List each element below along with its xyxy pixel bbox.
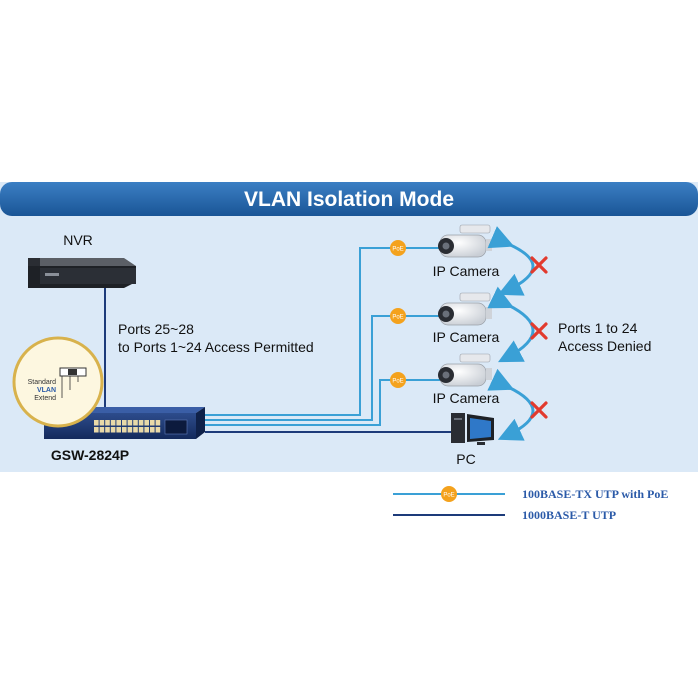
title-bar: VLAN Isolation Mode: [0, 182, 698, 216]
legend-poe-label: 100BASE-TX UTP with PoE: [522, 487, 668, 501]
camera-2-label: IP Camera: [433, 329, 500, 345]
permitted-note-line1: Ports 25~28: [118, 321, 194, 337]
svg-text:PoE: PoE: [392, 379, 403, 385]
pc-label: PC: [456, 451, 475, 467]
svg-text:PoE: PoE: [392, 247, 403, 253]
denied-arrow-3: [487, 368, 535, 441]
camera-1-label: IP Camera: [433, 263, 500, 279]
switch-port: [127, 420, 133, 426]
switch-port: [122, 420, 127, 426]
legend-poe-item: PoE 100BASE-TX UTP with PoE: [393, 486, 668, 502]
switch-port: [155, 427, 161, 433]
switch-port: [116, 420, 121, 426]
deny-x-icon-3: [530, 401, 548, 419]
deny-x-icon-2: [530, 322, 548, 340]
legend-utp-item: 1000BASE-T UTP: [393, 508, 616, 522]
switch-port: [105, 427, 110, 433]
denied-arrow-1: [487, 226, 535, 296]
poe-badge-3: PoE: [390, 372, 406, 388]
switch-port: [144, 420, 149, 426]
switch-port: [110, 427, 116, 433]
switch-port-grid: [94, 420, 161, 433]
dip-standard: Standard: [28, 379, 57, 386]
denied-arrow-2: [487, 286, 535, 363]
switch-port: [133, 427, 138, 433]
switch-port: [133, 420, 138, 426]
switch-port: [155, 420, 161, 426]
switch-port: [150, 420, 155, 426]
deny-x-icon-1: [530, 256, 548, 274]
poe-badge-2: PoE: [390, 308, 406, 324]
switch-port: [116, 427, 121, 433]
deny-marks: [530, 256, 548, 419]
switch-port: [94, 427, 99, 433]
camera-3-label: IP Camera: [433, 390, 500, 406]
switch-port: [94, 420, 99, 426]
permitted-note-line2: to Ports 1~24 Access Permitted: [118, 339, 314, 355]
dip-vlan: VLAN: [37, 387, 56, 394]
diagram-title: VLAN Isolation Mode: [244, 188, 454, 211]
dip-switch-callout: Standard VLAN Extend: [12, 336, 104, 428]
pc-device: PC: [451, 413, 494, 467]
nvr-label: NVR: [63, 232, 93, 248]
switch-port: [144, 427, 149, 433]
denied-note-line1: Ports 1 to 24: [558, 320, 638, 336]
denied-arrows: [487, 226, 535, 441]
poe-badges: PoE PoE PoE: [390, 240, 406, 388]
switch-port: [110, 420, 116, 426]
poe-badge-1: PoE: [390, 240, 406, 256]
svg-text:PoE: PoE: [392, 315, 403, 321]
switch-port: [138, 420, 144, 426]
switch-port: [99, 427, 105, 433]
ip-camera-2: [438, 292, 492, 326]
switch-port: [99, 420, 105, 426]
nvr-device: NVR: [28, 232, 136, 288]
svg-text:PoE: PoE: [443, 493, 454, 499]
dip-extend: Extend: [34, 395, 56, 402]
switch-port: [105, 420, 110, 426]
switch-port: [150, 427, 155, 433]
poe-line-camera-3: [205, 379, 440, 426]
switch-port: [138, 427, 144, 433]
legend-utp-label: 1000BASE-T UTP: [522, 508, 616, 522]
switch-label: GSW-2824P: [51, 447, 129, 463]
denied-note-line2: Access Denied: [558, 338, 651, 354]
switch-port: [122, 427, 127, 433]
legend: PoE 100BASE-TX UTP with PoE 1000BASE-T U…: [393, 486, 668, 522]
switch-port: [127, 427, 133, 433]
